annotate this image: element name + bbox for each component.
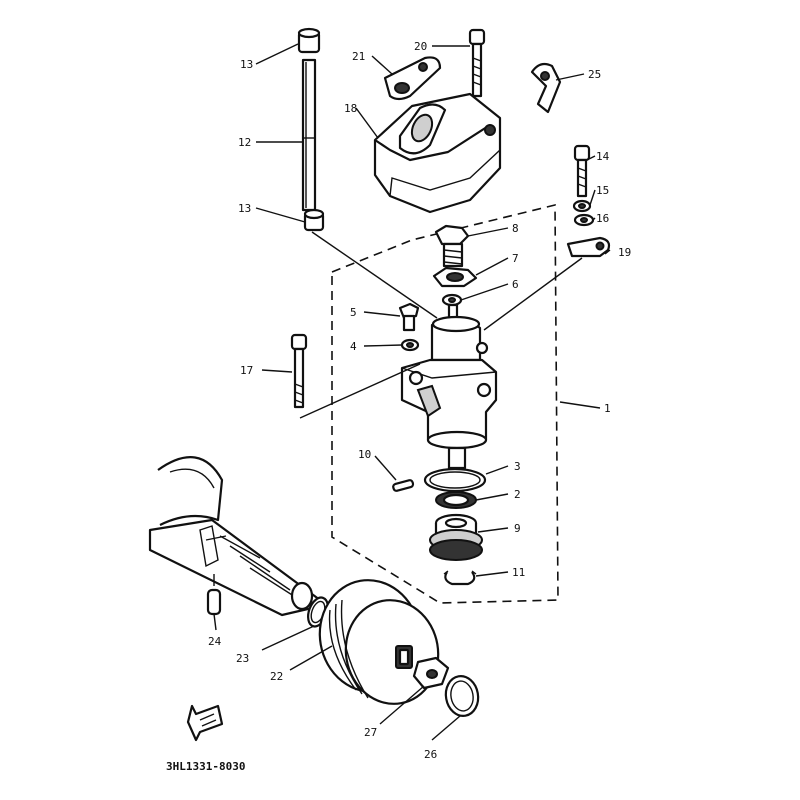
part-15-spring-washer (572, 199, 592, 213)
part-9-drive-gear (429, 513, 483, 561)
part-13-bushing-top (297, 27, 321, 54)
part-8-plug (434, 224, 470, 268)
callout-10: 10 (358, 448, 371, 461)
callout-22: 22 (270, 670, 283, 683)
part-7-nut (432, 266, 478, 288)
part-16-washer (573, 213, 595, 227)
callout-20: 20 (414, 40, 427, 53)
callout-7: 7 (512, 252, 519, 265)
assembly-boundary (331, 203, 559, 604)
part-4-washer (400, 338, 420, 352)
callout-6: 6 (512, 278, 519, 291)
part-3-o-ring (423, 467, 487, 493)
part-18-pump-cover (373, 92, 502, 214)
callout-12: 12 (238, 136, 251, 149)
callout-16: 16 (596, 212, 609, 225)
part-6-washer (441, 293, 463, 307)
callout-5: 5 (350, 306, 357, 319)
part-25-clamp (530, 62, 562, 114)
part-20-bolt (468, 28, 486, 98)
callout-13-lower: 13 (238, 202, 251, 215)
part-11-circlip (443, 570, 477, 586)
part-22-gear-drum (318, 579, 440, 705)
callout-27: 27 (364, 726, 377, 739)
callout-24: 24 (208, 635, 222, 648)
callout-11: 11 (512, 566, 525, 579)
callout-3: 3 (514, 460, 521, 473)
callout-4: 4 (350, 340, 357, 353)
part-13-bushing-lower (303, 208, 325, 232)
callout-18: 18 (344, 102, 357, 115)
part-1-oil-pump-body (400, 303, 498, 470)
callout-15: 15 (596, 184, 609, 197)
crankshaft (148, 456, 327, 617)
part-10-pin (392, 479, 415, 492)
part-2-oil-seal (435, 491, 477, 509)
part-27-lock-washer (412, 656, 450, 690)
part-5-bolt (398, 302, 420, 332)
diagram-code: 3HL1331-8030 (166, 760, 245, 773)
part-17-bolt (290, 333, 308, 409)
callout-13-top: 13 (240, 58, 253, 71)
callout-23: 23 (236, 652, 249, 665)
callout-labels: 13 12 13 21 20 25 18 14 15 16 19 8 7 6 5… (208, 40, 631, 761)
callout-17: 17 (240, 364, 253, 377)
callout-26: 26 (424, 748, 437, 761)
part-26-circlip (444, 675, 480, 717)
callout-1: 1 (604, 402, 611, 415)
callout-2: 2 (514, 488, 521, 501)
front-direction-arrow-icon (186, 704, 224, 742)
part-19-bracket (566, 236, 611, 258)
callout-25: 25 (588, 68, 601, 81)
callout-21: 21 (352, 50, 365, 63)
leader-lines (213, 43, 611, 741)
part-24-dowel-pin (206, 588, 222, 616)
callout-8: 8 (512, 222, 519, 235)
part-12-pipe (301, 58, 317, 212)
part-14-screw (573, 144, 591, 198)
callout-9: 9 (514, 522, 521, 535)
callout-19: 19 (618, 246, 631, 259)
part-21-gasket (383, 56, 442, 101)
callout-14: 14 (596, 150, 610, 163)
